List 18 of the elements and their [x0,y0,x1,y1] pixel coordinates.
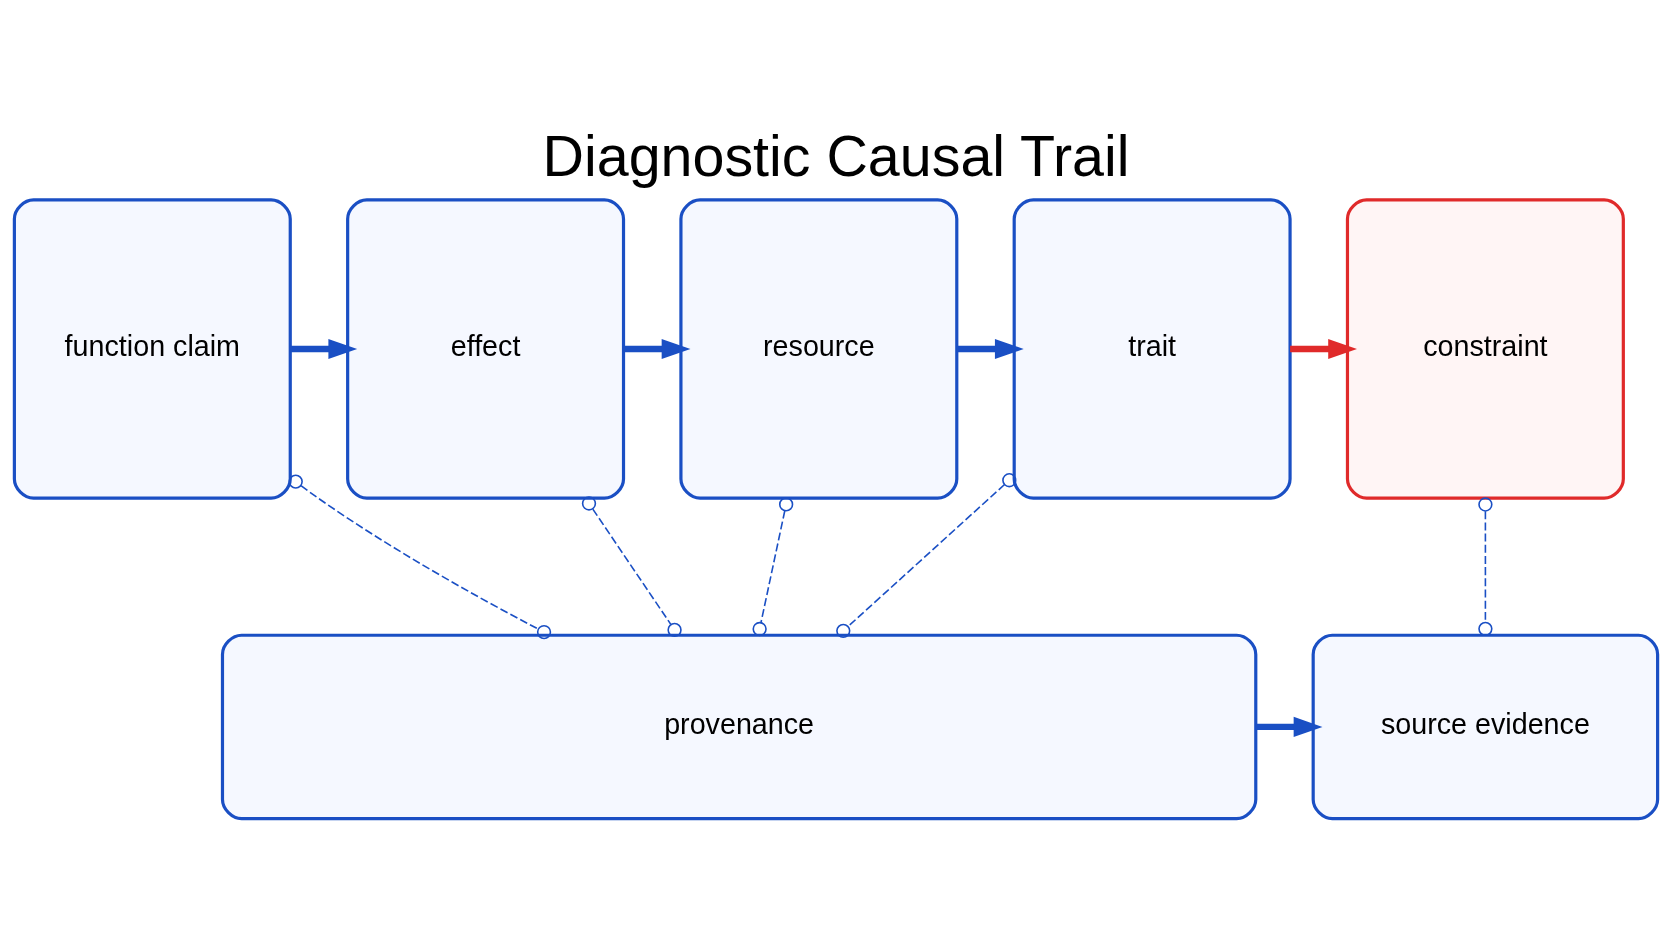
node-box: provenance [220,633,1258,820]
node-box: source evidence [1311,633,1660,820]
diagram-title: Diagnostic Causal Trail [542,123,1130,188]
arrow [290,338,358,359]
connector [1478,496,1493,636]
arrow [1290,338,1357,359]
node-box: resource [679,197,959,500]
arrow [623,338,691,359]
node-box: constraint [1345,197,1625,500]
connector [836,472,1017,638]
arrow [956,338,1024,359]
connector [752,496,794,636]
connector [581,495,682,637]
node-box: effect [346,197,626,500]
node-box: trait [1012,197,1292,500]
arrow [1255,716,1323,737]
connector [288,473,552,639]
node-box: function claim [12,197,292,500]
